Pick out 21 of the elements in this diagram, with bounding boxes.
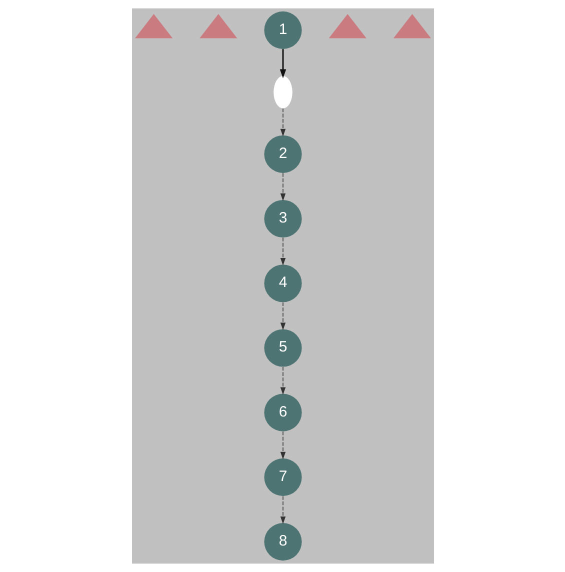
arrow [280,496,286,524]
node-circle: 5 [264,329,302,367]
arrow [280,172,286,201]
node-triangle [392,14,430,38]
arrow [280,302,286,330]
node-triangle [199,14,237,38]
node-circle: 1 [264,11,302,49]
arrow [280,366,286,395]
arrow [280,237,286,266]
node-circle: 4 [264,264,302,302]
node-circle: 8 [264,523,302,561]
node-circle: 6 [264,394,302,432]
arrow [280,108,286,136]
node-circle: 2 [264,135,302,173]
arrow [279,49,286,78]
node-triangle [134,14,172,38]
arrow [280,431,286,460]
node-ellipse [273,76,292,108]
node-circle: 7 [264,458,302,496]
node-circle: 3 [264,200,302,238]
node-triangle [328,14,366,38]
